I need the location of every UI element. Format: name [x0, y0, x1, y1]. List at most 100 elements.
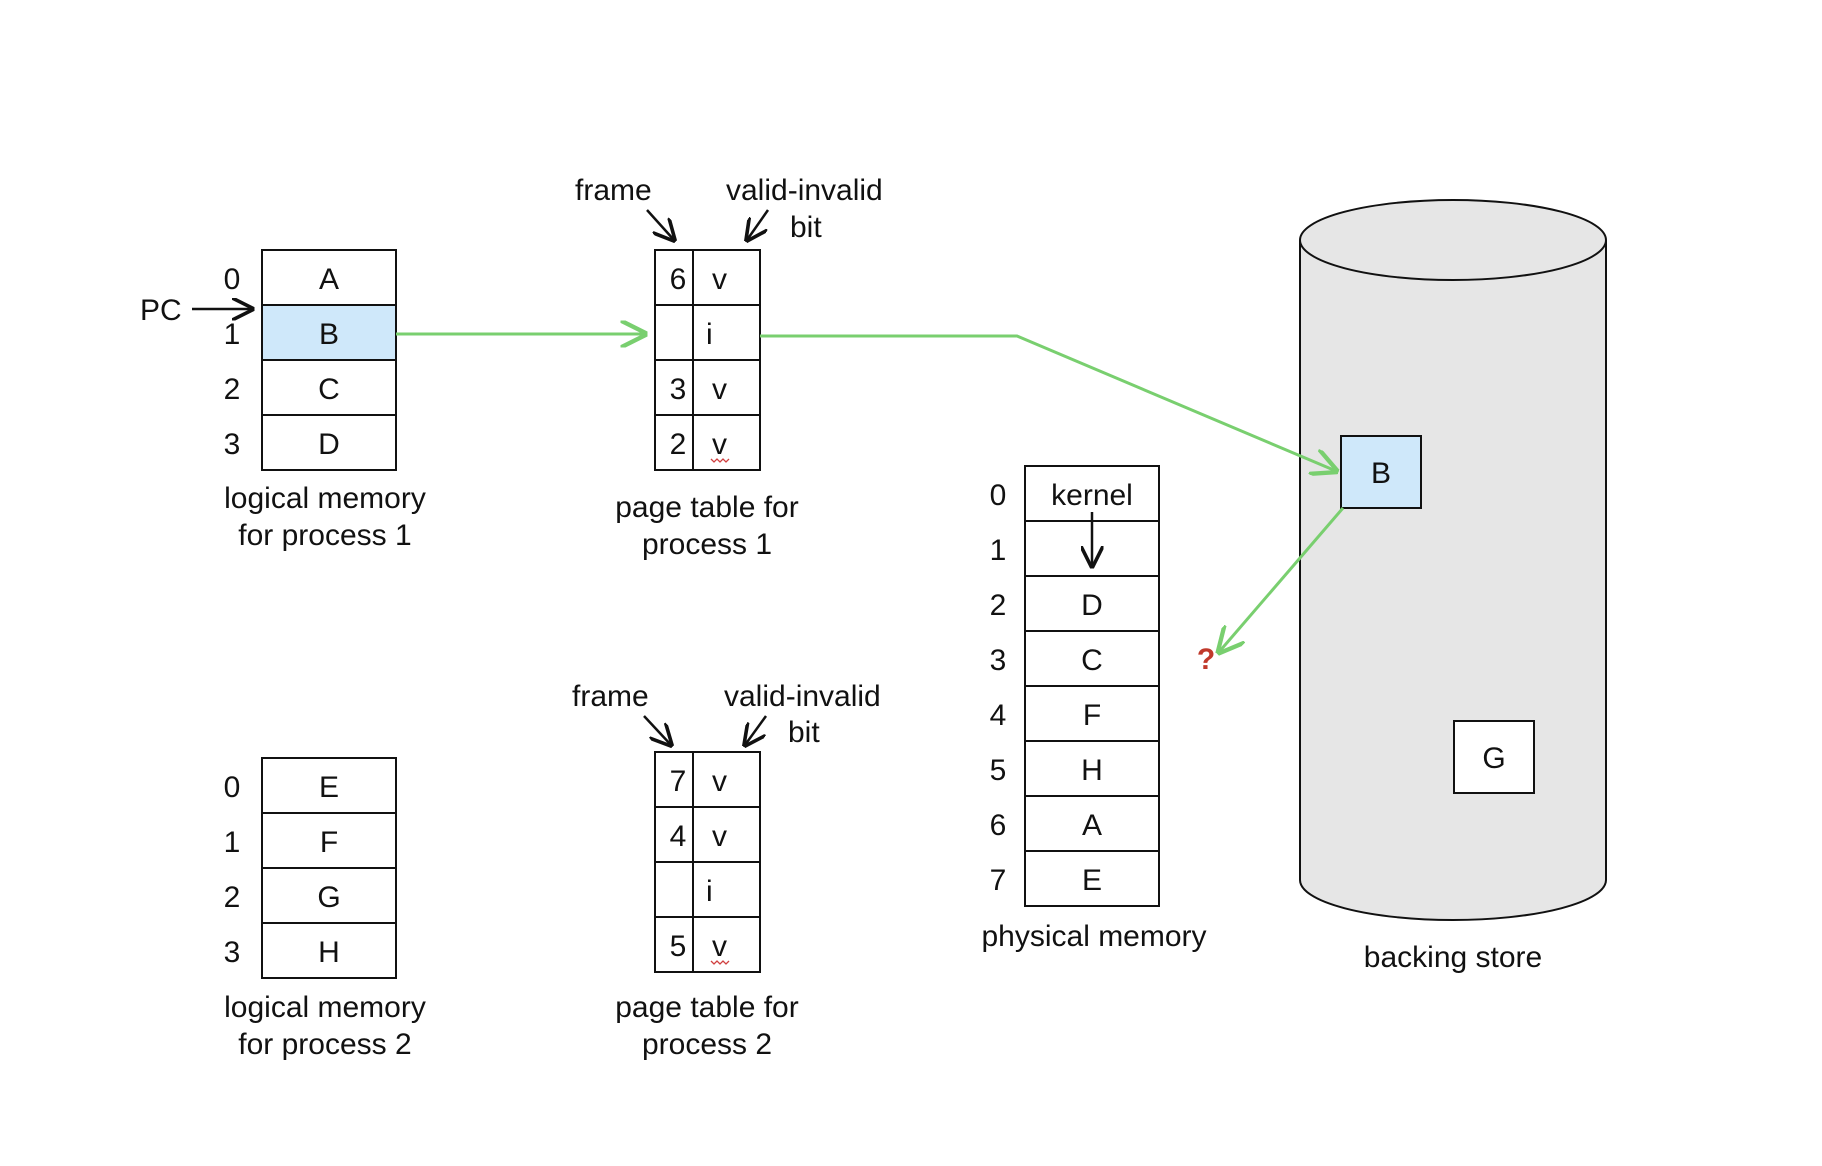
green-arrow-b-to-free-frame [1219, 507, 1345, 652]
green-arrow-invalid-to-backing-store [760, 334, 1336, 471]
pt2-frame-box-0 [654, 751, 694, 808]
pt1-frame-arrow [646, 209, 674, 240]
logical2-index-3: 3 [224, 936, 241, 969]
phys-cell-3: C [1081, 644, 1103, 677]
logical2-index-1: 1 [224, 826, 241, 859]
backing-page-b-box [1340, 435, 1422, 509]
logical2-cell-2: G [317, 881, 340, 914]
pt2-caption-line2: process 2 [642, 1028, 772, 1061]
pt2-frame-0: 7 [670, 765, 687, 798]
phys-cell-6-box [1024, 795, 1160, 852]
pt1-bit-box-2 [692, 359, 761, 416]
pt2-frame-1: 4 [670, 820, 687, 853]
logical1-cell-2: C [318, 373, 340, 406]
pt2-frame-box-3 [654, 916, 694, 973]
logical1-cell-3: D [318, 428, 340, 461]
phys-cell-2: D [1081, 589, 1103, 622]
page-table-process-1: frame valid-invalid bit 6 3 2 v i v v pa… [575, 174, 883, 561]
pt1-bit-box-0 [692, 249, 761, 306]
logical2-index-0: 0 [224, 771, 241, 804]
pt2-frame-box-1 [654, 806, 694, 863]
phys-index-0: 0 [990, 479, 1007, 512]
logical2-cell-3: H [318, 936, 340, 969]
pt1-frame-3: 2 [670, 428, 687, 461]
backing-page-g: G [1482, 742, 1505, 775]
logical1-caption-line2: for process 1 [238, 519, 411, 552]
pt1-bit-2: v [712, 373, 727, 406]
pt2-frame-arrow [643, 715, 671, 745]
logical1-index-0: 0 [224, 263, 241, 296]
pt2-frame-3: 5 [670, 930, 687, 963]
pt2-bit-box-1 [692, 806, 761, 863]
phys-cell-7: E [1082, 864, 1102, 897]
pt1-header-bit: bit [790, 211, 822, 244]
pt2-bit-box-0 [692, 751, 761, 808]
pt2-bit-2: i [706, 875, 713, 908]
backing-page-g-box [1453, 720, 1535, 794]
question-mark: ? [1197, 643, 1215, 676]
cylinder-top [1299, 199, 1607, 281]
logical-memory-process-1: A B C D 0 1 2 3 logical memory for proce… [224, 249, 426, 552]
phys-index-3: 3 [990, 644, 1007, 677]
pt2-frame-box-2 [654, 861, 694, 918]
pt1-valid-arrow [747, 209, 770, 240]
pt1-bit-1: i [706, 318, 713, 351]
pt2-bit-0: v [712, 765, 727, 798]
phys-index-5: 5 [990, 754, 1007, 787]
pt1-header-frame: frame [575, 174, 652, 207]
phys-cell-4-box [1024, 685, 1160, 742]
logical1-cell-0: A [319, 263, 339, 296]
pt2-bit-box-2 [692, 861, 761, 918]
pt1-caption-line1: page table for [615, 491, 798, 524]
pt2-bit-1: v [712, 820, 727, 853]
page-table-process-2: frame valid-invalid bit 7 4 5 v v i v pa… [572, 680, 881, 1061]
pt2-header-frame: frame [572, 680, 649, 713]
pt2-caption-line1: page table for [615, 991, 798, 1024]
logical2-cell-0: E [319, 771, 339, 804]
logical2-cell-3-box [261, 922, 397, 979]
logical1-caption-line1: logical memory [224, 482, 426, 515]
logical1-index-1: 1 [224, 318, 241, 351]
pt1-spellcheck-squiggle [710, 458, 730, 463]
logical1-cell-1: B [319, 318, 339, 351]
pt1-caption-line2: process 1 [642, 528, 772, 561]
physical-memory: kernel D C F H A E 0 1 2 3 4 5 6 7 physi… [981, 465, 1207, 953]
phys-cell-0: kernel [1051, 479, 1133, 512]
phys-index-4: 4 [990, 699, 1007, 732]
pt2-bit-3: v [712, 930, 727, 963]
backing-store-caption: backing store [1364, 941, 1542, 974]
phys-cell-3-box [1024, 630, 1160, 687]
logical2-cell-1-box [261, 812, 397, 869]
pt1-frame-box-3 [654, 414, 694, 471]
logical1-index-3: 3 [224, 428, 241, 461]
phys-index-1: 1 [990, 534, 1007, 567]
phys-caption: physical memory [981, 920, 1206, 953]
pt2-header-valid-invalid: valid-invalid [724, 680, 881, 713]
backing-page-b: B [1371, 457, 1391, 490]
phys-index-7: 7 [990, 864, 1007, 897]
backing-store: B G backing store [1299, 199, 1607, 974]
pt1-frame-box-1 [654, 304, 694, 361]
logical2-caption-line1: logical memory [224, 991, 426, 1024]
pc-label: PC [140, 294, 182, 327]
logical2-index-2: 2 [224, 881, 241, 914]
phys-cell-7-box [1024, 850, 1160, 907]
phys-cell-6: A [1082, 809, 1102, 842]
phys-cell-2-box [1024, 575, 1160, 632]
logical2-cell-2-box [261, 867, 397, 924]
pt2-header-bit: bit [788, 716, 820, 749]
logical1-cell-1-box-highlighted [261, 304, 397, 361]
logical2-caption-line2: for process 2 [238, 1028, 411, 1061]
pt1-frame-2: 3 [670, 373, 687, 406]
logical2-cell-1: F [320, 826, 338, 859]
pt1-bit-3: v [712, 428, 727, 461]
pt1-bit-0: v [712, 263, 727, 296]
pt1-bit-box-1 [692, 304, 761, 361]
pt2-valid-arrow [745, 715, 768, 745]
pt1-frame-0: 6 [670, 263, 687, 296]
phys-cell-5-box [1024, 740, 1160, 797]
phys-cell-5: H [1081, 754, 1103, 787]
logical1-index-2: 2 [224, 373, 241, 406]
phys-index-6: 6 [990, 809, 1007, 842]
